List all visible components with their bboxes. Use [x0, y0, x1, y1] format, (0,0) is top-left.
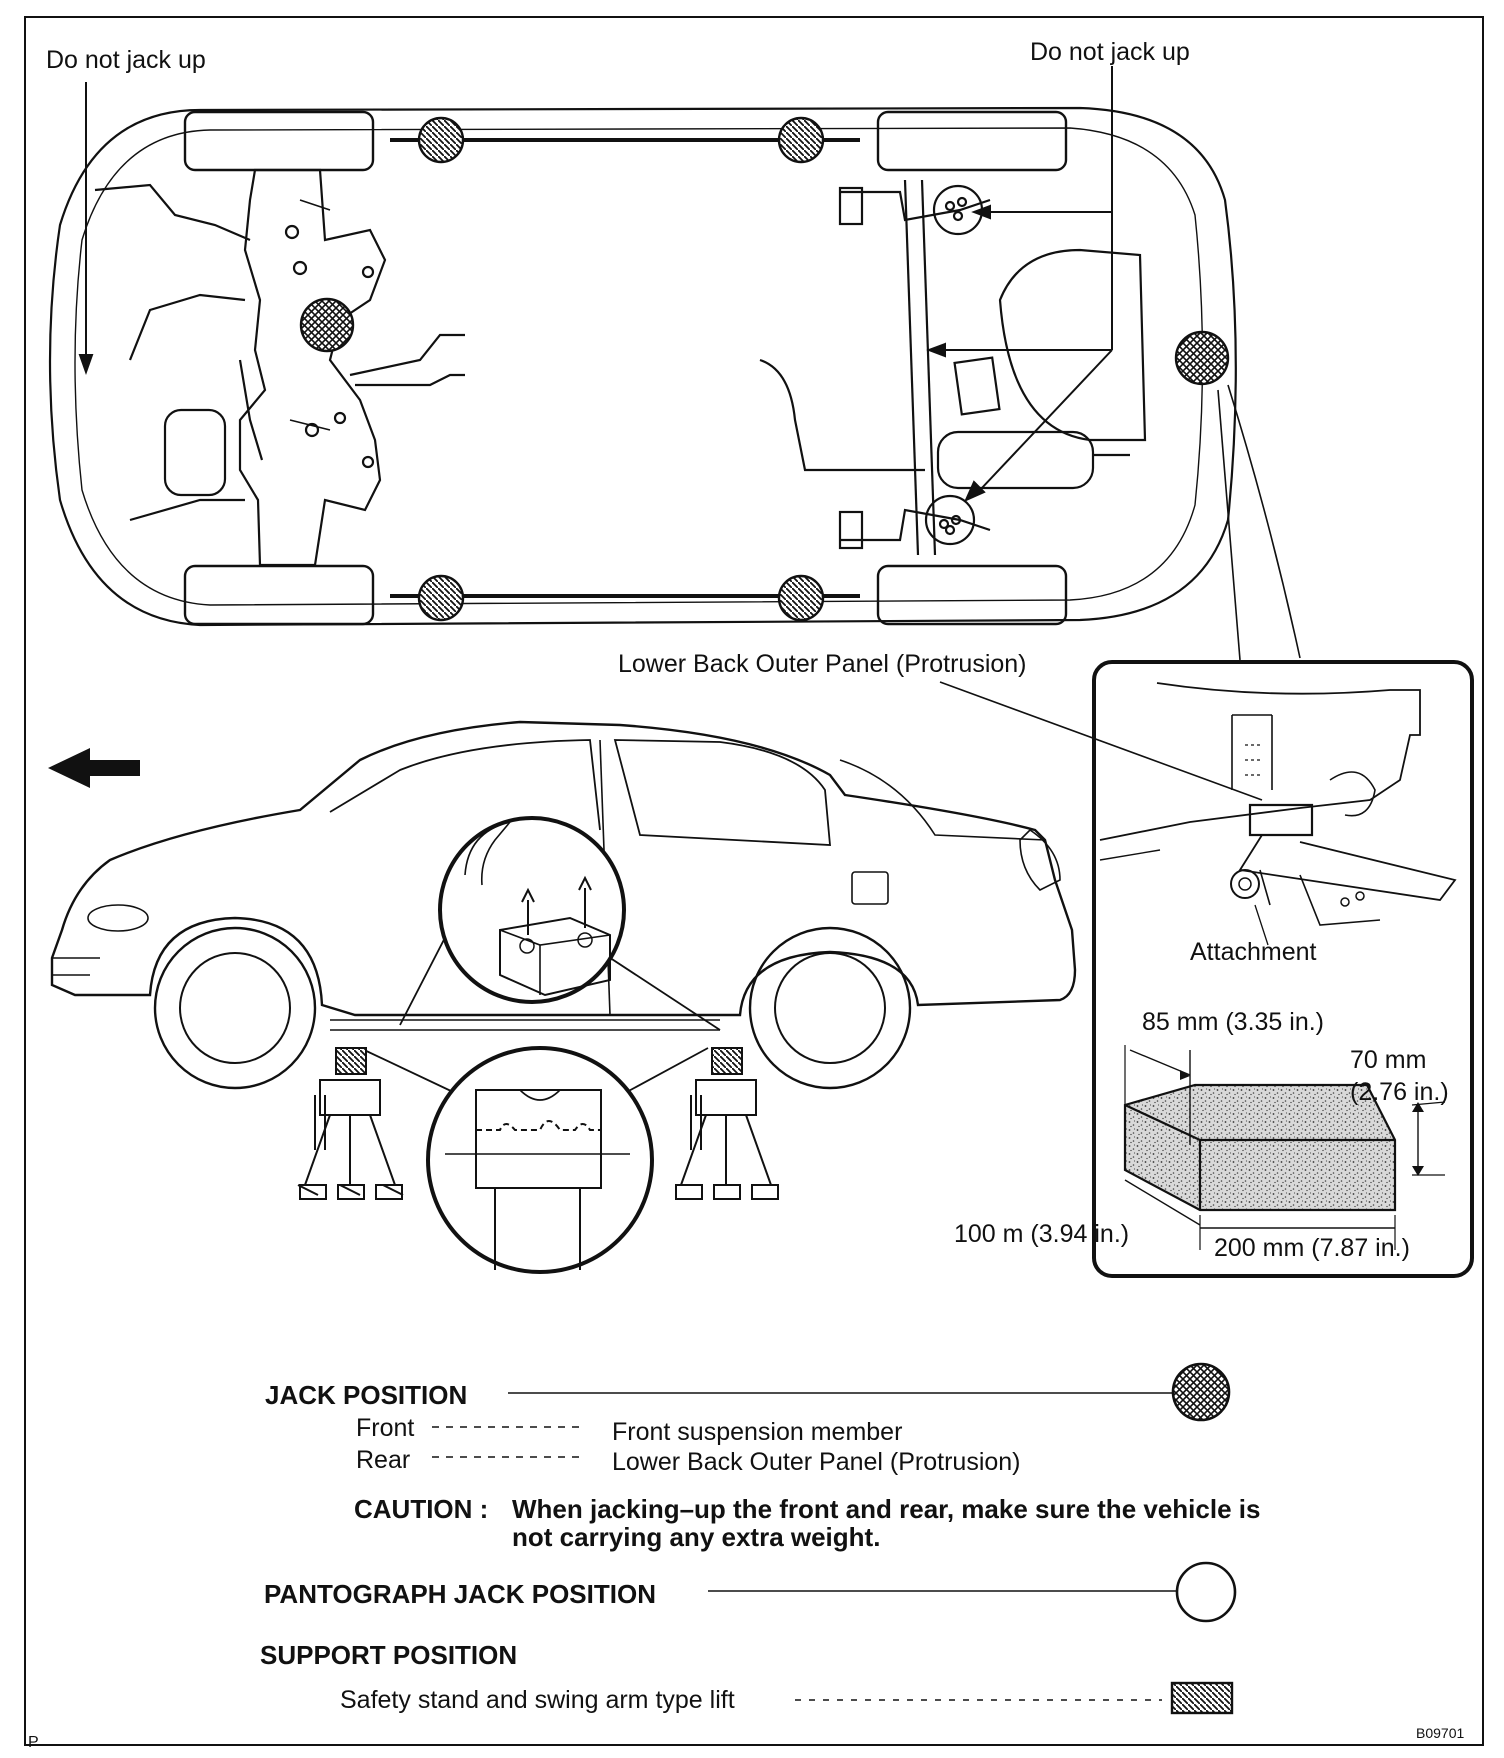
dimension-depth-label: 85 mm (3.35 in.) — [1142, 1008, 1325, 1036]
dimension-height-mm-label: 70 mm — [1350, 1046, 1427, 1074]
do-not-jack-up-right-label: Do not jack up — [1030, 38, 1190, 66]
do-not-jack-up-arrows — [78, 66, 1113, 502]
jack-position-symbol — [1171, 1362, 1231, 1422]
figure-frame — [24, 16, 1484, 1746]
underbody-jack-points — [299, 116, 1230, 622]
direction-arrow-icon — [48, 748, 140, 788]
dimension-width-label: 100 m (3.94 in.) — [954, 1220, 1130, 1248]
dimension-length-label: 200 mm (7.87 in.) — [1214, 1234, 1410, 1262]
caution-label: CAUTION : — [354, 1494, 489, 1524]
support-symbol — [1170, 1681, 1234, 1715]
jack-rear-label: Rear — [356, 1446, 411, 1474]
figure-code: B09701 — [1416, 1725, 1465, 1741]
safety-stands — [297, 1047, 779, 1200]
support-item-label: Safety stand and swing arm type lift — [340, 1686, 735, 1714]
jack-rear-value: Lower Back Outer Panel (Protrusion) — [612, 1448, 1021, 1476]
dimension-height-in-label: (2.76 in.) — [1350, 1078, 1449, 1106]
jack-position-title: JACK POSITION — [265, 1380, 468, 1410]
jack-front-value: Front suspension member — [612, 1418, 903, 1446]
jack-front-label: Front — [356, 1414, 415, 1442]
lower-back-outer-panel-label: Lower Back Outer Panel (Protrusion) — [618, 650, 1027, 678]
caution-line-1: When jacking–up the front and rear, make… — [512, 1494, 1261, 1524]
underbody-view — [48, 106, 1237, 627]
attachment-label: Attachment — [1190, 938, 1317, 966]
support-position-title: SUPPORT POSITION — [260, 1640, 518, 1670]
stand-detail-zoom — [359, 1046, 709, 1274]
support-detail-zoom — [399, 816, 721, 1031]
footer-left-mark: P — [28, 1734, 39, 1751]
rear-detail-box — [1092, 660, 1474, 1278]
pantograph-title: PANTOGRAPH JACK POSITION — [264, 1579, 656, 1609]
pantograph-symbol — [1175, 1561, 1237, 1623]
do-not-jack-up-left-label: Do not jack up — [46, 46, 206, 74]
legend-graphics — [432, 1392, 1178, 1701]
caution-line-2: not carrying any extra weight. — [512, 1522, 881, 1552]
